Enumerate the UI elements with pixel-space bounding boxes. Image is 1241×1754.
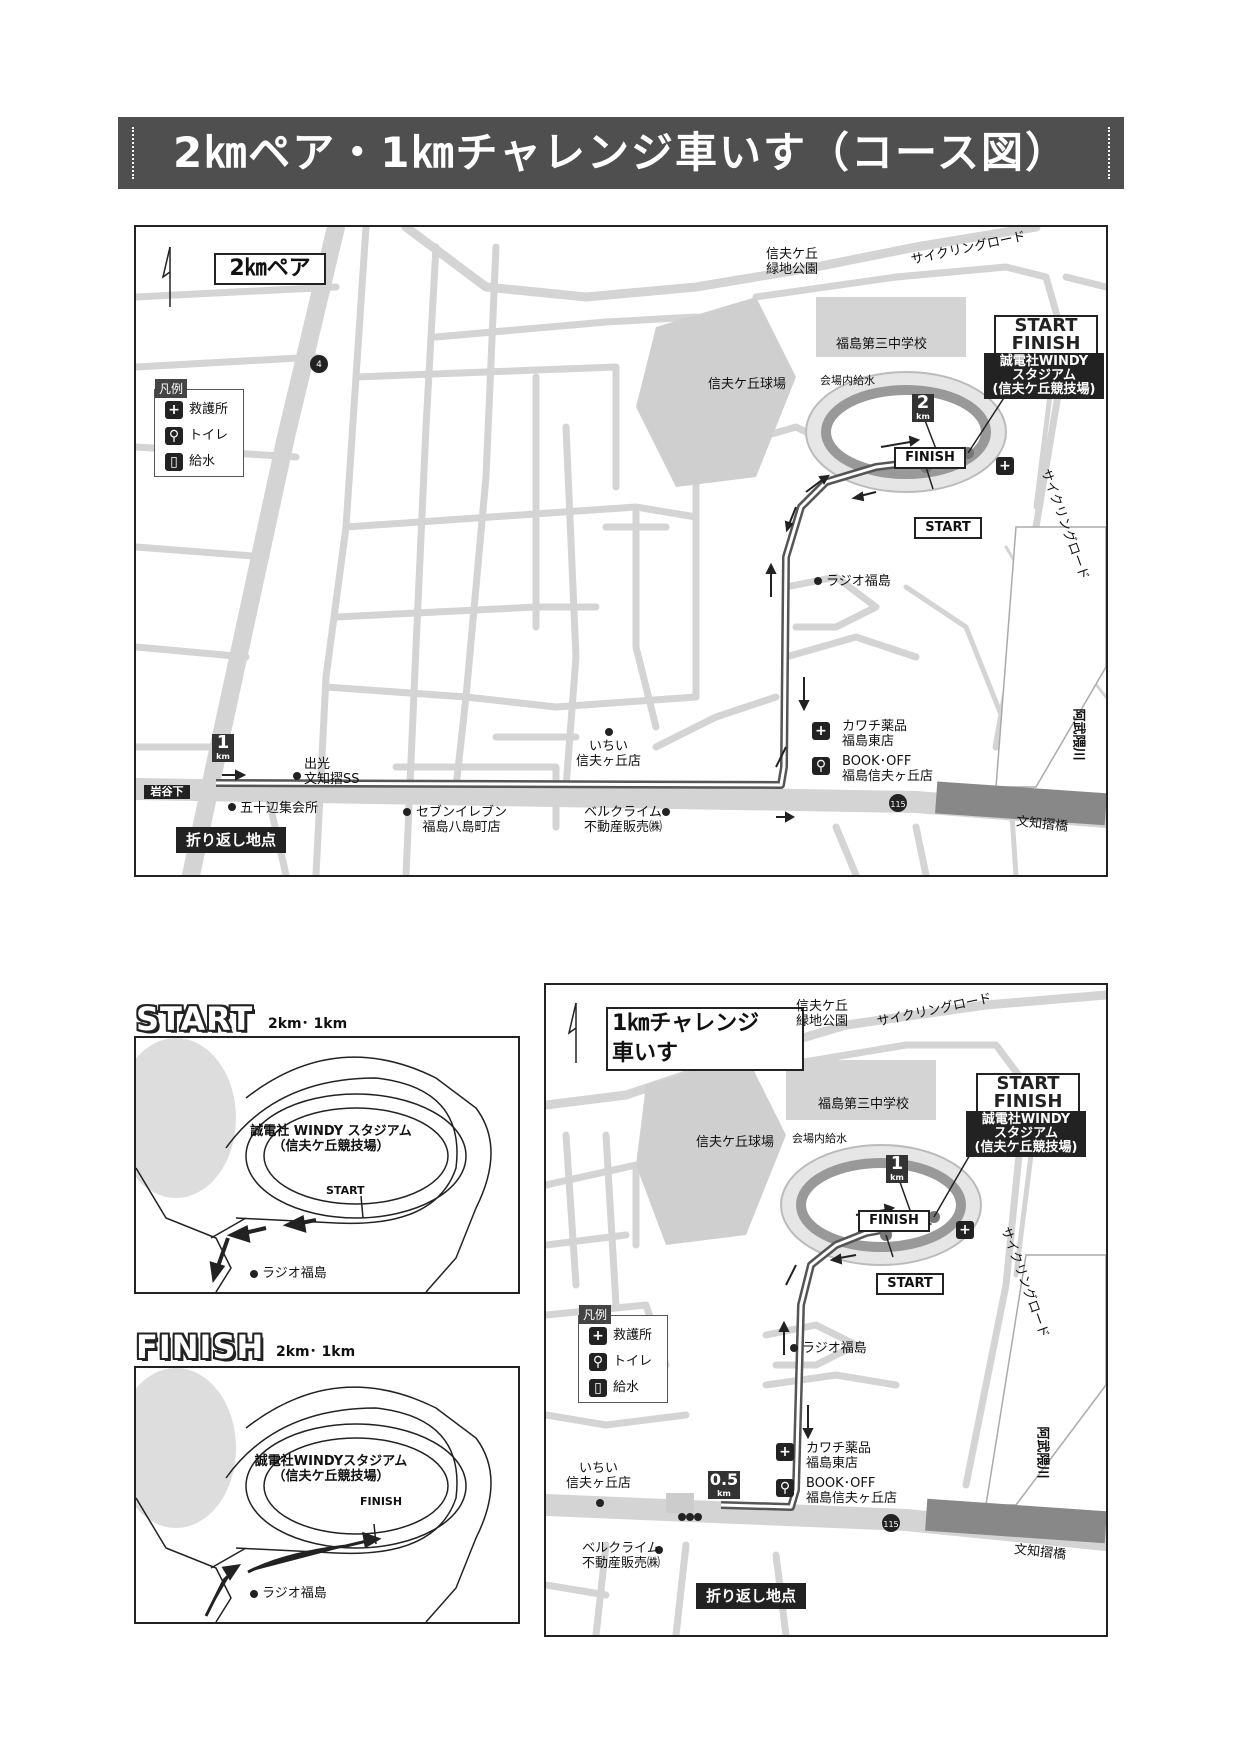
legend-item-first-aid: +救護所 [165,400,228,420]
finish-inset-subtitle: 2km･ 1km [276,1344,356,1360]
water-icon: ▯ [589,1378,607,1397]
label-bookoff-1k: BOOK･OFF 福島信夫ヶ丘店 [806,1476,898,1506]
route-4: 4 [316,360,322,370]
water-icon: ▯ [165,452,183,471]
label-radio: ラジオ福島 [826,574,891,589]
legend-2km: 凡例 +救護所 ⚲トイレ ▯給水 [154,379,244,477]
map-1km: 1㎞チャレンジ 車いす 信夫ケ丘 緑地公園 サイクリングロード 福島第三中学校 … [544,983,1108,1637]
legend-item-first-aid: +救護所 [589,1326,652,1346]
start-label: START [914,517,982,539]
label-bellclime: ベルクライム 不動産販売㈱ [584,805,663,835]
map-1km-title: 1㎞チャレンジ 車いす [606,1007,804,1071]
label-school-1k: 福島第三中学校 [818,1097,910,1112]
turnaround-label: 折り返し地点 [176,827,286,853]
label-park-1k: 信夫ケ丘 緑地公園 [796,999,849,1029]
legend-item-water: ▯給水 [165,452,215,472]
label-ballpark-1k: 信夫ケ丘球場 [696,1135,775,1150]
start-inset-stadium: 誠電社 WINDY スタジアム （信夫ケ丘競技場） [250,1124,412,1154]
finish-inset-radio: ラジオ福島 [262,1586,327,1601]
label-river: 阿武隈川 [1070,708,1086,761]
finish-inset-finish: FINISH [360,1495,403,1508]
label-kawachi: カワチ薬品 福島東店 [842,719,908,749]
banner-dots-left [132,127,134,179]
label-iwayashita: 岩谷下 [144,785,190,799]
start-inset: 誠電社 WINDY スタジアム （信夫ケ丘競技場） START ラジオ福島 [134,1036,520,1294]
label-isogabe: 五十辺集会所 [240,801,319,816]
first-aid-icon: + [812,722,830,740]
label-ichii-1k: いちい 信夫ヶ丘店 [566,1461,632,1491]
legend-item-toilet: ⚲トイレ [165,426,228,446]
start-inset-radio: ラジオ福島 [262,1266,327,1281]
route-115-1k: 115 [883,1520,899,1529]
title-banner: 2㎞ペア・1㎞チャレンジ車いす（コース図） [118,117,1124,189]
toilet-icon: ⚲ [165,426,183,445]
label-radio-1k: ラジオ福島 [802,1341,867,1356]
legend-header: 凡例 [579,1305,612,1324]
finish-label: FINISH [894,447,966,469]
toilet-icon: ⚲ [776,1479,794,1497]
start-inset-drawing [136,1038,492,1292]
label-bellclime-1k: ベルクライム 不動産販売㈱ [582,1541,661,1571]
map-2km: 2㎞ペア 凡例 +救護所 ⚲トイレ ▯給水 信夫ケ丘 緑地公園 サイクリングロー… [134,225,1108,877]
first-aid-icon: + [776,1443,794,1461]
finish-inset-title: FINISH [136,1328,265,1366]
toilet-icon: ⚲ [812,757,830,775]
label-water-station: 会場内給水 [820,374,875,387]
start-finish-label: START FINISH [994,315,1098,355]
legend-1km: 凡例 +救護所 ⚲トイレ ▯給水 [578,1305,668,1403]
label-ichii: いちい 信夫ヶ丘店 [576,739,642,769]
start-inset-start: START [326,1184,365,1197]
first-aid-icon: + [589,1326,607,1345]
first-aid-icon: + [956,1221,974,1239]
stadium-label-1k: 誠電社WINDY スタジアム (信夫ケ丘競技場) [966,1111,1086,1157]
legend-item-toilet: ⚲トイレ [589,1352,652,1372]
legend-header: 凡例 [155,379,188,398]
first-aid-icon: + [165,400,183,419]
label-school: 福島第三中学校 [836,337,928,352]
toilet-icon: ⚲ [589,1352,607,1371]
start-label-1k: START [876,1273,944,1295]
label-ballpark: 信夫ケ丘球場 [708,377,787,392]
page-title: 2㎞ペア・1㎞チャレンジ車いす（コース図） [173,128,1069,177]
map-2km-roads [136,227,1106,875]
banner-dots-right [1108,127,1110,179]
finish-inset-stadium: 誠電社WINDYスタジアム （信夫ケ丘競技場） [254,1454,408,1484]
label-water-station-1k: 会場内給水 [792,1132,847,1145]
route-115: 115 [890,800,906,809]
start-finish-label-1k: START FINISH [976,1073,1080,1113]
label-kawachi-1k: カワチ薬品 福島東店 [806,1441,872,1471]
stadium-label: 誠電社WINDY スタジアム (信夫ケ丘競技場) [984,353,1104,399]
finish-inset-drawing [136,1368,492,1622]
start-inset-title: START [136,1000,254,1038]
label-idemitsu: 出光 文知摺SS [304,757,360,787]
legend-item-water: ▯給水 [589,1378,639,1398]
label-park: 信夫ケ丘 緑地公園 [766,247,819,277]
finish-inset: 誠電社WINDYスタジアム （信夫ケ丘競技場） FINISH ラジオ福島 [134,1366,520,1624]
label-river-1k: 阿武隈川 [1034,1426,1050,1479]
map-1km-roads [546,990,1106,1635]
turnaround-label-1k: 折り返し地点 [696,1583,806,1609]
first-aid-icon: + [996,457,1014,475]
finish-label-1k: FINISH [858,1210,930,1232]
label-bookoff: BOOK･OFF 福島信夫ヶ丘店 [842,754,934,784]
start-inset-subtitle: 2km･ 1km [268,1016,348,1032]
map-2km-title: 2㎞ペア [214,253,326,285]
label-seven: セブンイレブン 福島八島町店 [416,805,508,835]
